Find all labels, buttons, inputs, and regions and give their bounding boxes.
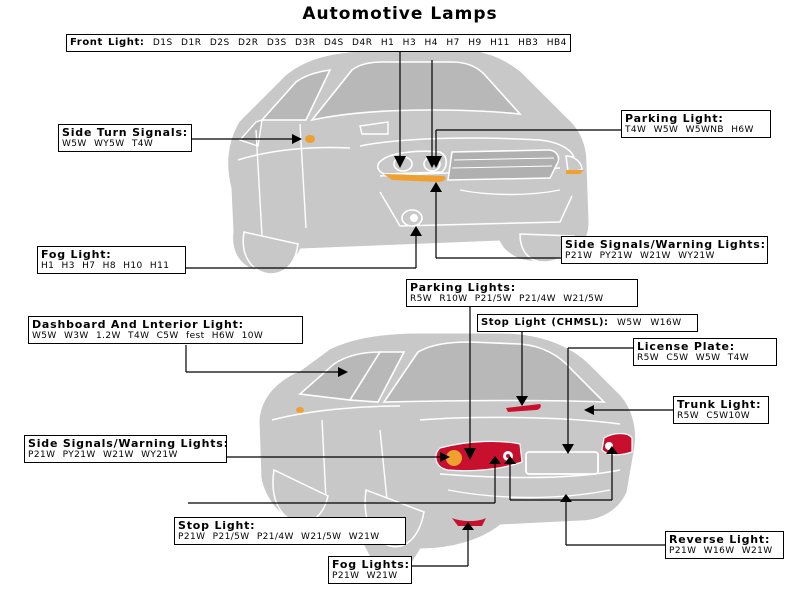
callout-side-signals-front-values: P21W PY21W W21W WY21W — [565, 251, 715, 261]
arrow-chmsl — [516, 396, 528, 406]
callout-dashboard-label: Dashboard And Lnterior Light: — [32, 318, 244, 331]
callout-trunk-light-label: Trunk Light: — [677, 398, 762, 411]
arrow-stop-3 — [606, 446, 618, 454]
rear-fog-lamp — [452, 518, 486, 526]
front-right-amber — [566, 170, 584, 174]
callout-side-turn-signals: Side Turn Signals: W5W WY5W T4W — [58, 124, 192, 152]
callout-parking-light: Parking Light: T4W W5W W5WNB H6W — [621, 110, 771, 138]
callout-stop-light-values: P21W P21/5W P21/4W W21/5W W21W — [178, 532, 380, 542]
callout-side-signals-rear: Side Signals/Warning Lights: P21W PY21W … — [24, 435, 229, 463]
callout-side-turn-signals-label: Side Turn Signals: — [62, 126, 189, 139]
callout-reverse-light-values: P21W W16W W21W — [669, 546, 773, 556]
callout-chmsl-label: Stop Light (CHMSL): — [481, 317, 609, 328]
callout-parking-lights-rear-label: Parking Lights: — [410, 281, 516, 294]
callout-stop-light-chmsl: Stop Light (CHMSL): W5W W16W — [477, 314, 698, 332]
callout-reverse-light-label: Reverse Light: — [669, 533, 771, 546]
front-headlight-amber-strip — [384, 174, 446, 182]
callout-chmsl-values: W5W W16W — [616, 318, 682, 328]
callout-dashboard-values: W5W W3W 1.2W T4W C5W fest H6W 10W — [32, 331, 264, 341]
callout-fog-light-label: Fog Light: — [41, 248, 112, 261]
callout-reverse-light: Reverse Light: P21W W16W W21W — [665, 531, 784, 559]
front-car — [228, 49, 589, 275]
callout-stop-light: Stop Light: P21W P21/5W P21/4W W21/5W W2… — [174, 517, 406, 545]
callout-parking-light-label: Parking Light: — [625, 112, 724, 125]
front-side-window — [260, 68, 332, 121]
arrow-dashboard — [338, 367, 348, 377]
callout-parking-light-values: T4W W5W W5WNB H6W — [625, 125, 754, 135]
callout-lines — [185, 48, 674, 567]
arrow-trunk — [584, 405, 594, 415]
arrow-reverse — [560, 494, 572, 502]
callout-side-signals-front: Side Signals/Warning Lights: P21W PY21W … — [561, 236, 768, 264]
rear-license-plate — [525, 451, 599, 475]
rear-window — [382, 341, 607, 403]
arrow-parking-rear — [464, 448, 476, 460]
front-side-turn-signal — [305, 135, 315, 143]
callout-trunk-light-values: R5W C5W10W — [677, 411, 750, 421]
arrow-license — [562, 444, 574, 454]
callout-side-signals-rear-values: P21W PY21W W21W WY21W — [28, 450, 178, 460]
callout-side-signals-front-label: Side Signals/Warning Lights: — [565, 238, 766, 251]
callout-license-plate-label: License Plate: — [637, 340, 736, 353]
arrow-parking-light — [430, 156, 442, 168]
arrow-front-light-1 — [394, 156, 406, 168]
callout-side-turn-signals-values: W5W WY5W T4W — [62, 139, 154, 149]
callout-fog-light-values: H1 H3 H7 H8 H10 H11 — [41, 261, 170, 271]
callout-fog-lights-rear: Fog Lights: P21W W21W — [328, 556, 412, 584]
front-grille — [447, 149, 560, 181]
callout-arrowheads — [292, 134, 618, 530]
rear-chmsl — [506, 404, 541, 412]
front-windshield — [309, 61, 522, 122]
arrow-side-signals-rear — [440, 452, 450, 462]
arrow-fog-rear — [462, 522, 474, 530]
callout-fog-lights-rear-values: P21W W21W — [332, 571, 398, 581]
arrow-stop-2 — [504, 456, 516, 464]
callout-dashboard-interior: Dashboard And Lnterior Light: W5W W3W 1.… — [28, 316, 303, 344]
arrow-stop-1 — [489, 456, 501, 464]
callout-parking-lights-rear: Parking Lights: R5W R10W P21/5W P21/4W W… — [406, 279, 638, 307]
callout-license-plate-values: R5W C5W W5W T4W — [637, 353, 750, 363]
arrow-fog-front — [410, 226, 422, 236]
callout-parking-lights-rear-values: R5W R10W P21/5W P21/4W W21/5W — [410, 294, 604, 304]
callout-front-light-values: D1S D1R D2S D2R D3S D3R D4S D4R H1 H3 H4… — [152, 38, 567, 48]
callout-fog-lights-rear-label: Fog Lights: — [332, 558, 410, 571]
callout-stop-light-label: Stop Light: — [178, 519, 256, 532]
callout-license-plate: License Plate: R5W C5W W5W T4W — [633, 338, 777, 366]
callout-side-signals-rear-label: Side Signals/Warning Lights: — [28, 437, 229, 450]
callout-front-light-label: Front Light — [70, 37, 140, 48]
callout-fog-light: Fog Light: H1 H3 H7 H8 H10 H11 — [37, 246, 186, 274]
arrow-side-signals-front — [430, 182, 442, 192]
callout-trunk-light: Trunk Light: R5W C5W10W — [673, 396, 769, 424]
callout-front-light: Front Light: D1S D1R D2S D2R D3S D3R D4S… — [66, 34, 571, 52]
page-title: Automotive Lamps — [302, 4, 498, 24]
arrow-side-turn — [292, 134, 302, 144]
front-left-wheel — [242, 231, 299, 275]
